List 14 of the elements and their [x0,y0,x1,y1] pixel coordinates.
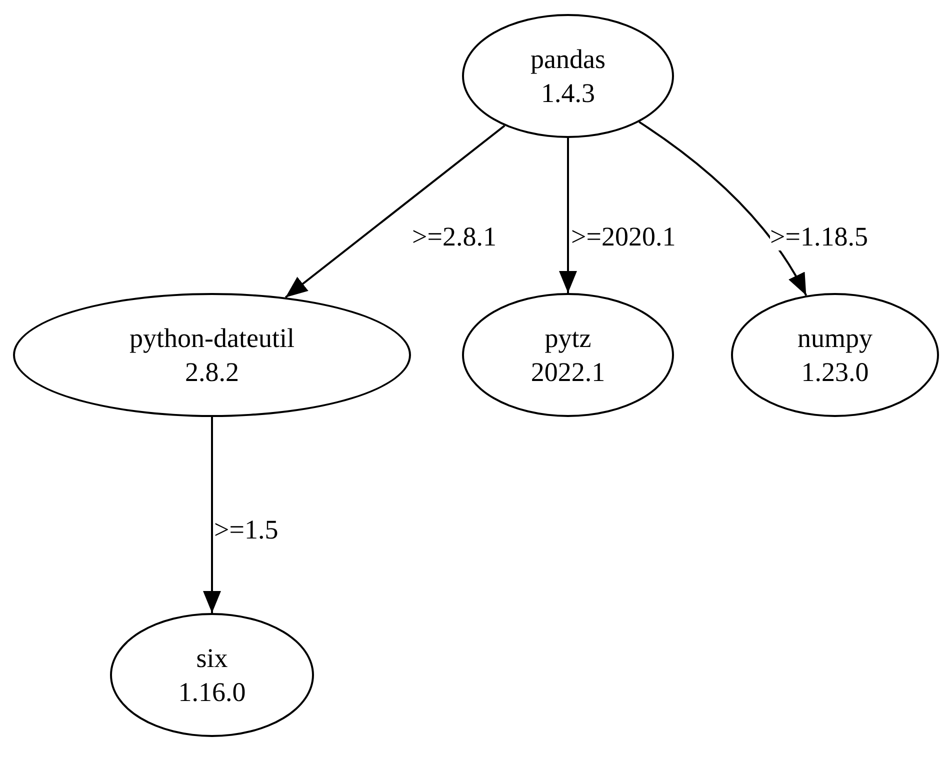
package-name: pandas [530,43,606,76]
arrow [203,417,221,613]
package-version: 1.23.0 [801,356,869,389]
package-version: 1.16.0 [178,676,246,709]
arrow [284,124,506,298]
package-version: 1.4.3 [541,77,595,110]
package-name: pytz [544,322,592,355]
arrow [559,138,577,293]
package-name: python-dateutil [130,322,294,355]
package-version: 2.8.2 [185,356,239,389]
arrow [638,121,808,296]
package-name: six [196,642,228,675]
package-version: 2022.1 [530,356,606,389]
package-name: numpy [797,322,872,355]
